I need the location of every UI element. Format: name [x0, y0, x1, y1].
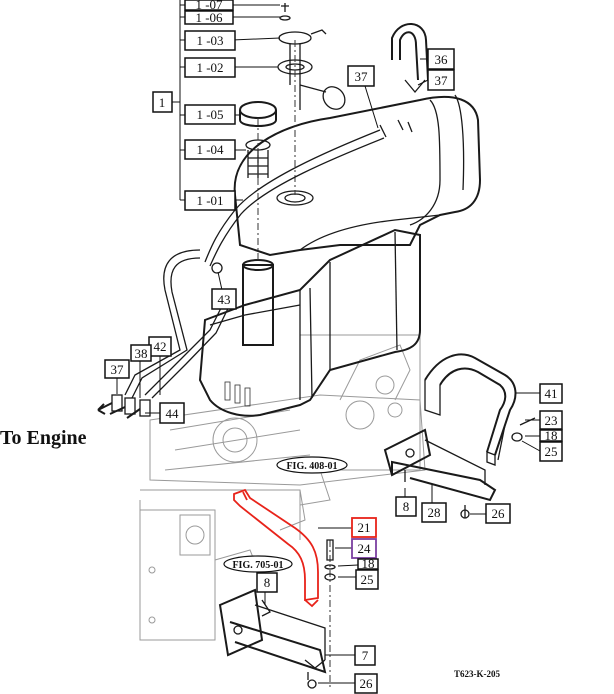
bracket-21-outline — [233, 488, 319, 602]
label-25-lower: 25 — [361, 572, 374, 587]
leader-lines — [116, 0, 541, 684]
fig-ref-705-01: FIG. 705-01 — [232, 560, 283, 571]
label-25-right: 25 — [545, 444, 558, 459]
label-38: 38 — [135, 346, 148, 361]
label-26-lower: 26 — [360, 676, 374, 691]
label-1-03: 1 -03 — [196, 33, 223, 48]
support-bracket-lower — [218, 539, 336, 690]
fig-ref-408-01: FIG. 408-01 — [286, 461, 337, 472]
label-24: 24 — [358, 541, 372, 556]
label-21: 21 — [358, 520, 371, 535]
label-1-05: 1 -05 — [196, 107, 223, 122]
hoses — [97, 23, 429, 419]
to-engine-label: To Engine — [0, 427, 87, 449]
label-44: 44 — [166, 406, 180, 421]
label-42: 42 — [154, 339, 167, 354]
sender-assembly — [239, 3, 346, 262]
label-7: 7 — [362, 648, 369, 663]
label-26-upper: 26 — [492, 506, 506, 521]
label-23: 23 — [545, 413, 558, 428]
bracket-highlighted — [233, 488, 319, 608]
label-41: 41 — [545, 386, 558, 401]
support-bracket-upper — [383, 428, 497, 519]
fuel-tank — [198, 94, 482, 417]
label-28: 28 — [428, 505, 441, 520]
label-36: 36 — [435, 52, 449, 67]
label-37-vent: 37 — [435, 73, 449, 88]
label-1-04: 1 -04 — [196, 142, 224, 157]
label-18-lower: 18 — [362, 556, 375, 571]
label-1: 1 — [159, 95, 166, 110]
label-18-right: 18 — [545, 428, 558, 443]
label-43: 43 — [218, 292, 231, 307]
label-1-06: 1 -06 — [195, 10, 223, 25]
drawing-code: T623-K-205 — [454, 669, 500, 679]
label-8-upper: 8 — [403, 499, 410, 514]
figure-references: FIG. 408-01 FIG. 705-01 — [223, 456, 348, 573]
label-37-top: 37 — [355, 69, 369, 84]
label-1-02: 1 -02 — [196, 60, 223, 75]
part-labels: 1 -07 1 -06 1 -03 1 -02 1 1 -05 1 -04 1 … — [104, 0, 563, 694]
label-1-01: 1 -01 — [196, 193, 223, 208]
label-37-left: 37 — [111, 362, 125, 377]
label-1-07: 1 -07 — [195, 0, 223, 12]
engine-block — [139, 334, 426, 641]
label-8-lower: 8 — [264, 575, 271, 590]
tank-strap — [424, 353, 536, 466]
